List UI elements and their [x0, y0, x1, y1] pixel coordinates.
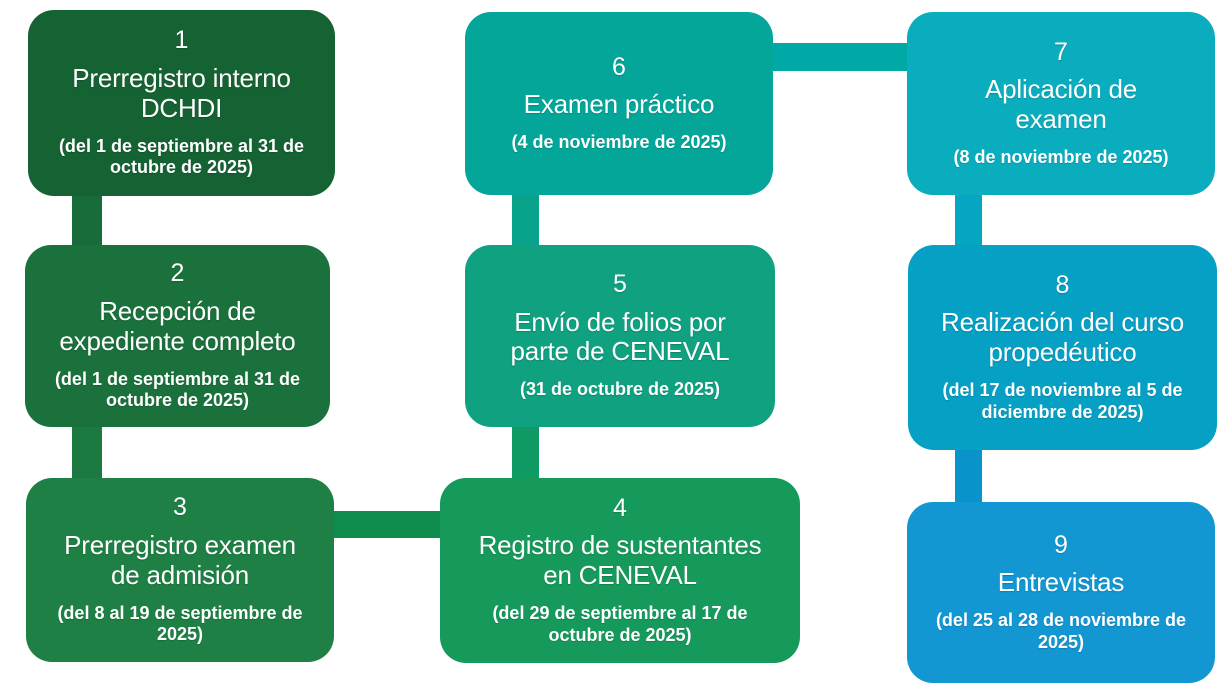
step-date: (del 17 de noviembre al 5 de diciembre d…	[942, 380, 1183, 422]
step-date: (4 de noviembre de 2025)	[511, 131, 727, 152]
step-title: Aplicación de examen	[984, 74, 1138, 134]
step-number: 2	[170, 259, 185, 288]
step-number: 4	[613, 493, 627, 522]
step-number: 5	[613, 270, 627, 299]
step-date: (del 25 al 28 de noviembre de 2025)	[935, 610, 1187, 652]
step-date: (del 1 de septiembre al 31 de octubre de…	[54, 368, 301, 411]
step-date: (del 8 al 19 de septiembre de 2025)	[57, 602, 303, 645]
step-title: Envío de folios por parte de CENEVAL	[510, 306, 730, 367]
connector-step8-step9	[955, 444, 982, 504]
step-box-6: 6 Examen práctico (4 de noviembre de 202…	[465, 12, 773, 195]
step-number: 7	[1054, 37, 1068, 66]
step-date: (del 29 de septiembre al 17 de octubre d…	[492, 603, 748, 645]
connector-step2-step3	[72, 420, 102, 482]
step-box-8: 8 Realización del curso propedéutico (de…	[908, 245, 1217, 450]
step-title: Entrevistas	[997, 567, 1125, 598]
step-number: 3	[173, 493, 187, 522]
step-box-1: 1 Prerregistro interno DCHDI (del 1 de s…	[28, 10, 335, 196]
step-box-7: 7 Aplicación de examen (8 de noviembre d…	[907, 12, 1215, 195]
step-box-9: 9 Entrevistas (del 25 al 28 de noviembre…	[907, 502, 1215, 683]
connector-step1-step2	[72, 188, 102, 250]
step-number: 1	[174, 26, 189, 55]
step-box-3: 3 Prerregistro examen de admisión (del 8…	[26, 478, 334, 662]
connector-step3-step4	[332, 511, 444, 538]
step-number: 8	[1055, 270, 1070, 299]
step-title: Registro de sustentantes en CENEVAL	[478, 530, 762, 591]
connector-step5-step6	[512, 190, 539, 249]
connector-step6-step7	[770, 43, 910, 71]
connector-step7-step8	[955, 190, 982, 249]
step-date: (8 de noviembre de 2025)	[953, 146, 1169, 167]
step-date: (31 de octubre de 2025)	[519, 379, 721, 400]
connector-step4-step5	[512, 422, 539, 482]
step-box-4: 4 Registro de sustentantes en CENEVAL (d…	[440, 478, 800, 663]
step-box-2: 2 Recepción de expediente completo (del …	[25, 245, 330, 427]
step-title: Examen práctico	[523, 89, 715, 119]
step-number: 6	[612, 52, 626, 81]
step-date: (del 1 de septiembre al 31 de octubre de…	[58, 135, 305, 178]
step-title: Prerregistro interno DCHDI	[72, 62, 291, 123]
step-title: Prerregistro examen de admisión	[64, 529, 296, 590]
step-number: 9	[1054, 530, 1068, 559]
step-box-5: 5 Envío de folios por parte de CENEVAL (…	[465, 245, 775, 427]
step-title: Realización del curso propedéutico	[941, 307, 1184, 368]
step-title: Recepción de expediente completo	[59, 295, 296, 356]
